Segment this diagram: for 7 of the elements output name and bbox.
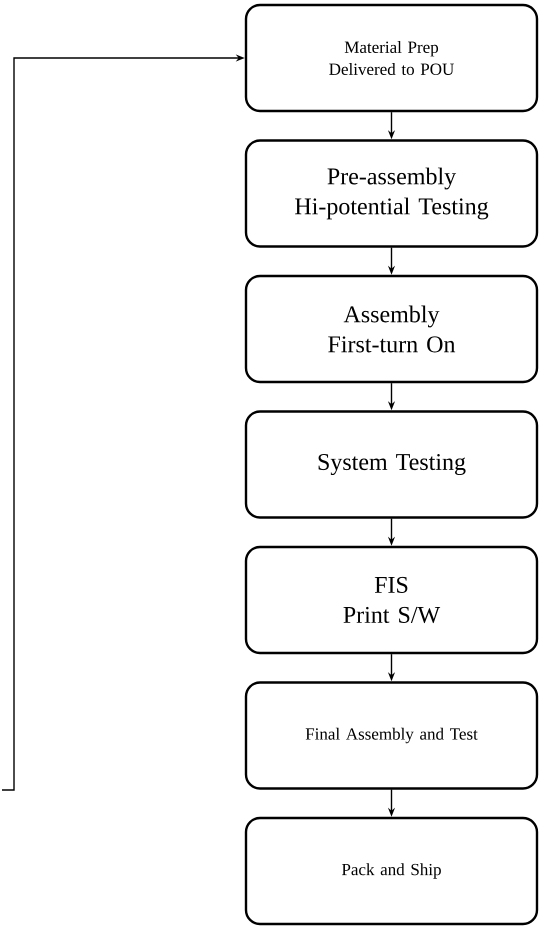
process-box: System Testing	[244, 410, 538, 519]
process-box: Pre-assembly Hi-potential Testing	[244, 139, 538, 248]
process-box: Pack and Ship	[244, 816, 538, 926]
process-box: Assembly First-turn On	[244, 274, 538, 384]
process-box: Final Assembly and Test	[244, 681, 538, 790]
process-box: Material Prep Delivered to POU	[244, 4, 538, 112]
process-box: FIS Print S/W	[244, 546, 538, 654]
